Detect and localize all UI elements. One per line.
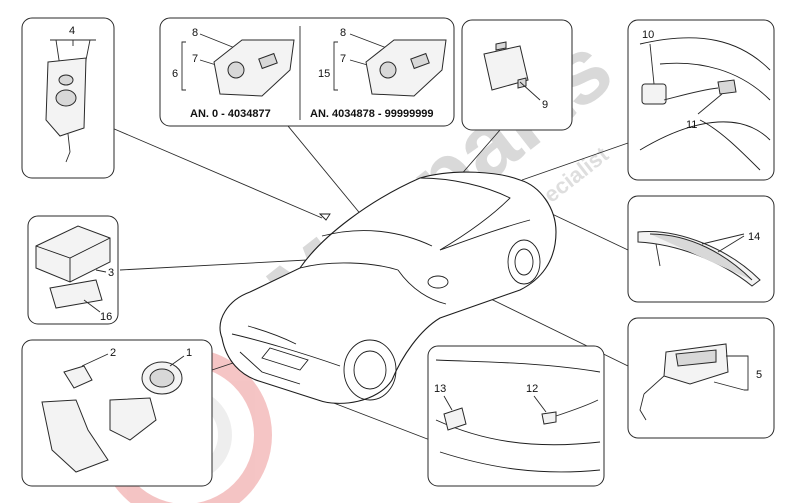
panel-mid-left: 3 16 (27, 215, 119, 325)
applicability-left: AN. 0 - 4034877 (190, 108, 271, 120)
panel-top-right: 10 11 (627, 19, 775, 181)
callout-2: 2 (110, 347, 116, 359)
callout-15: 15 (318, 68, 330, 80)
callout-10: 10 (642, 29, 654, 41)
panel-mid-right: 14 (627, 195, 775, 303)
panel-top-module: 9 (461, 19, 573, 131)
callout-7-right: 7 (340, 53, 346, 65)
callout-7-left: 7 (192, 53, 198, 65)
callout-14: 14 (748, 231, 760, 243)
callout-6: 6 (172, 68, 178, 80)
car-illustration (219, 171, 557, 404)
applicability-right: AN. 4034878 - 99999999 (310, 108, 434, 120)
panel-bottom-center: 13 12 (427, 345, 605, 487)
callout-13: 13 (434, 383, 446, 395)
panel-bottom-left: 2 1 (21, 339, 213, 487)
callout-3: 3 (108, 267, 114, 279)
callout-5: 5 (756, 369, 762, 381)
callout-12: 12 (526, 383, 538, 395)
callout-8-right: 8 (340, 27, 346, 39)
panel-top-left: 4 (21, 17, 115, 179)
callout-16: 16 (100, 311, 112, 323)
callout-11: 11 (686, 119, 697, 131)
panel-bottom-right: 5 (627, 317, 775, 439)
callout-4: 4 (69, 25, 75, 37)
callout-9: 9 (542, 99, 548, 111)
callout-1: 1 (186, 347, 192, 359)
panel-top-center: 8 7 6 AN. 0 - 4034877 8 7 15 AN. 4034878… (159, 17, 455, 127)
callout-8-left: 8 (192, 27, 198, 39)
